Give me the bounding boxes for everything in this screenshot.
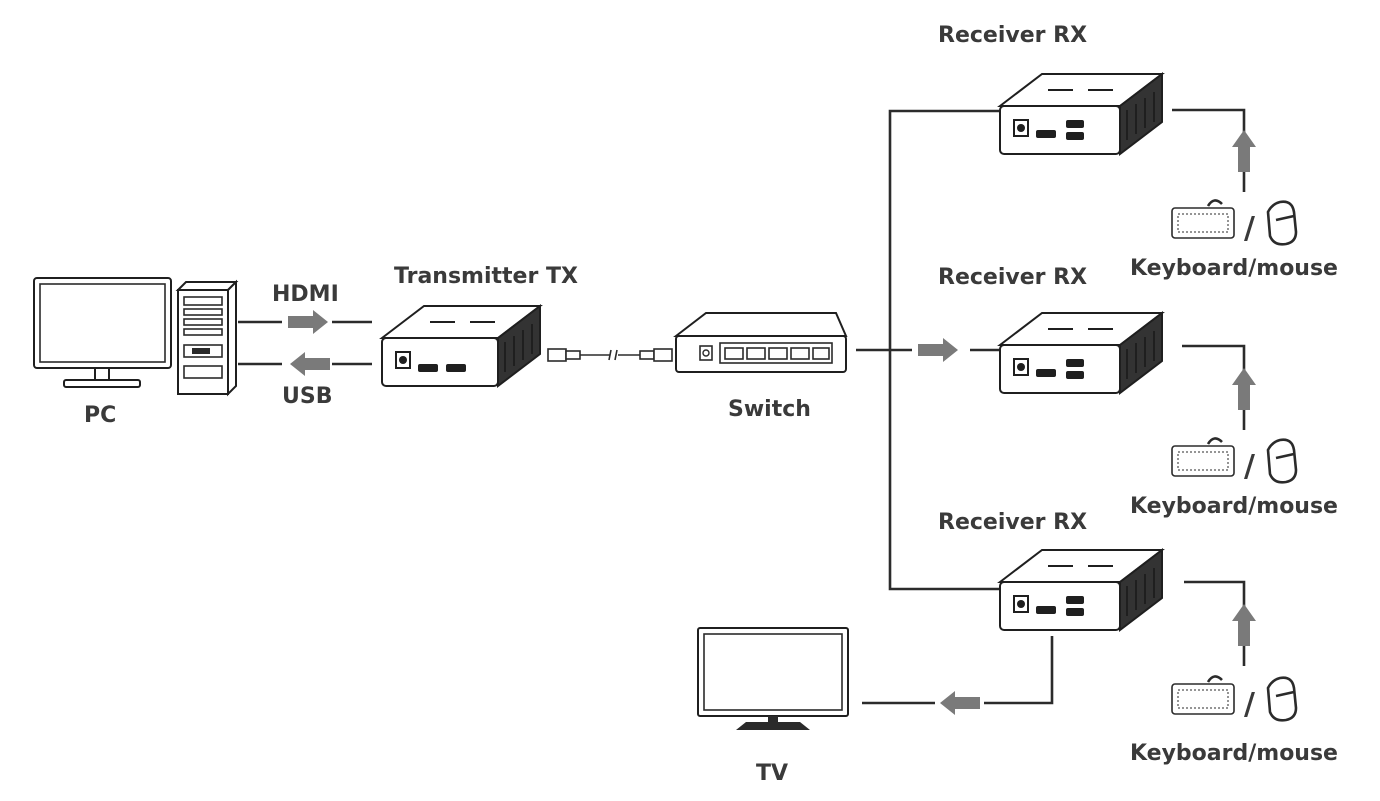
hdmi-arrow-right	[288, 310, 328, 334]
pc-monitor	[33, 277, 172, 388]
receiver-2-kbm-link	[1182, 344, 1256, 430]
mouse-2-icon	[1266, 438, 1298, 484]
transmitter-device	[379, 303, 543, 389]
switch-label: Switch	[728, 397, 811, 422]
pc-label: PC	[84, 403, 116, 428]
transmitter-label: Transmitter TX	[394, 264, 578, 289]
keyboard-1-icon	[1171, 199, 1235, 239]
switch-arrow-right	[918, 338, 958, 362]
mouse-1-icon	[1266, 200, 1298, 246]
receiver-1-kbm-link	[1172, 108, 1256, 192]
receiver-3-label: Receiver RX	[938, 510, 1087, 535]
switch-trunk-lines	[856, 109, 1000, 591]
receiver-2-arrow-up	[1232, 368, 1256, 410]
receiver-3-arrow-up	[1232, 604, 1256, 646]
ethernet-cable	[547, 348, 673, 362]
usb-link	[238, 352, 372, 376]
tv-label: TV	[756, 761, 788, 786]
tv-icon	[697, 627, 849, 730]
hdmi-link	[238, 310, 372, 334]
usb-label: USB	[282, 384, 332, 409]
receiver-2-label: Receiver RX	[938, 265, 1087, 290]
receiver-1-arrow-up	[1232, 130, 1256, 172]
keyboard-mouse-3-label: Keyboard/mouse	[1130, 741, 1338, 766]
receiver-3-kbm-link	[1184, 580, 1256, 666]
keyboard-3-icon	[1171, 675, 1235, 715]
tv-link	[862, 636, 1054, 715]
pc-tower	[175, 279, 239, 397]
usb-arrow-left	[290, 352, 330, 376]
keyboard-mouse-3-slash: /	[1244, 687, 1255, 722]
receiver-1-label: Receiver RX	[938, 23, 1087, 48]
tv-arrow-left	[940, 691, 980, 715]
mouse-3-icon	[1266, 676, 1298, 722]
keyboard-mouse-2-slash: /	[1244, 449, 1255, 484]
receiver-2-device	[997, 310, 1165, 396]
keyboard-mouse-1-label: Keyboard/mouse	[1130, 256, 1338, 281]
receiver-1-device	[997, 71, 1165, 157]
network-switch	[673, 312, 848, 373]
receiver-3-device	[997, 547, 1165, 633]
keyboard-mouse-2-label: Keyboard/mouse	[1130, 494, 1338, 519]
hdmi-label: HDMI	[272, 282, 339, 307]
keyboard-2-icon	[1171, 437, 1235, 477]
pc-computer	[33, 277, 239, 397]
keyboard-mouse-1-slash: /	[1244, 211, 1255, 246]
